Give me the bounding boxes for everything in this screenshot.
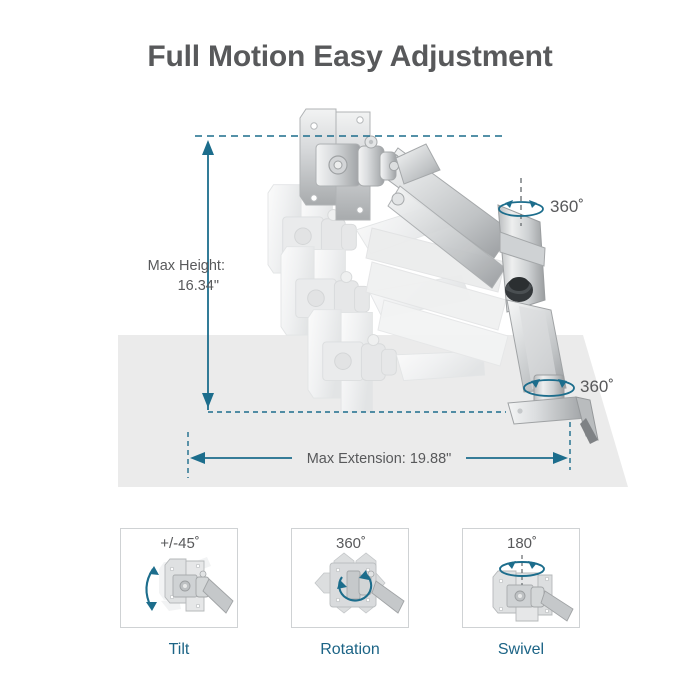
swivel-label: Swivel: [497, 641, 545, 658]
max-height-dimension: Max Height: 16.34": [148, 135, 506, 413]
feature-panels: +/-45˚ Tilt: [0, 528, 700, 678]
rotation-circle-arrow-icon: [337, 570, 373, 602]
rotation-top-degrees: 360˚: [550, 197, 584, 216]
rotation-vesa-star-plate: [314, 552, 405, 614]
tilt-label: Tilt: [168, 641, 190, 658]
tilt-panel-box: +/-45˚: [120, 528, 238, 628]
tilt-arc-arrow-icon: [145, 566, 159, 611]
feature-panel-tilt[interactable]: +/-45˚ Tilt: [120, 528, 240, 659]
rotation-panel-box: 360˚: [291, 528, 409, 628]
swivel-degrees: 180˚: [506, 535, 538, 552]
tilt-art: [145, 557, 234, 614]
swivel-art: [492, 555, 574, 622]
rotation-label: Rotation: [320, 641, 380, 658]
rotation-callout-top: 360˚: [498, 178, 584, 226]
tilt-vesa-plate: [164, 558, 234, 614]
max-extension-label: Max Extension: 19.88": [307, 451, 452, 467]
swivel-panel-box: 180˚: [462, 528, 580, 628]
vesa-head-top: [299, 108, 441, 221]
desk-surface: [118, 335, 628, 487]
arm-column: [497, 204, 546, 313]
max-extension-dimension: Max Extension: 19.88": [187, 422, 571, 478]
rotation-art: [314, 552, 405, 614]
page-title: Full Motion Easy Adjustment: [147, 40, 553, 73]
feature-panel-rotation[interactable]: 360˚ Rotation: [291, 528, 411, 659]
rotation-degrees: 360˚: [335, 535, 367, 552]
rotation-base-degrees: 360˚: [580, 377, 614, 396]
feature-panel-swivel[interactable]: 180˚ Swivel: [462, 528, 582, 659]
rotation-callout-base: 360˚: [523, 377, 614, 397]
max-height-line1: Max Height:: [148, 258, 225, 274]
desk-clamp-base: [507, 374, 599, 444]
gas-spring-lower-arm: [506, 299, 567, 393]
tilt-degrees: +/-45˚: [160, 535, 200, 552]
swivel-vesa-plate: [492, 570, 574, 622]
swivel-ellipse-arrow-icon: [499, 555, 545, 585]
max-height-line2: 16.34": [178, 278, 219, 294]
